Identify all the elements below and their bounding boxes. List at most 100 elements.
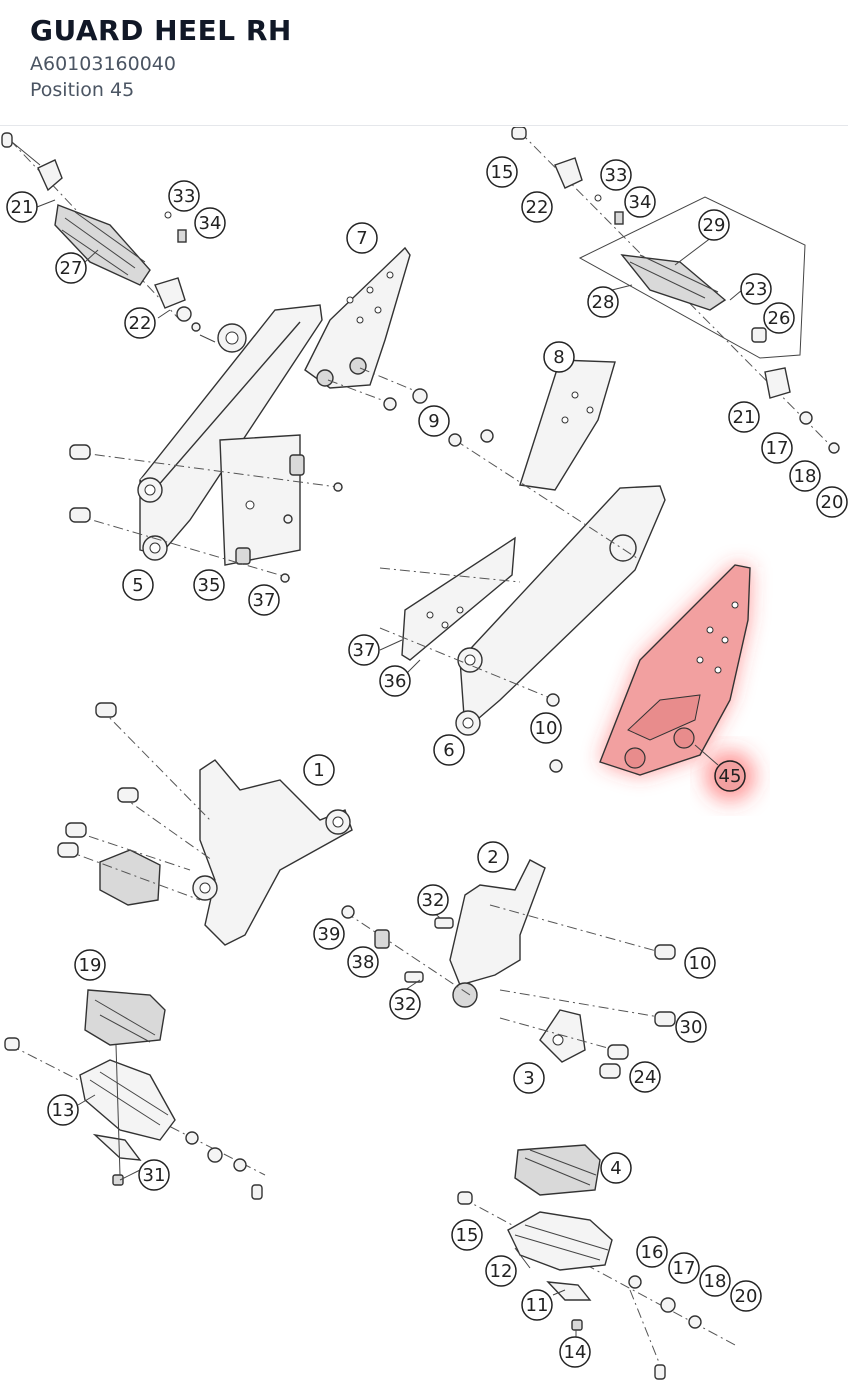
footpeg-assembly-4	[457, 1144, 736, 1380]
svg-text:21: 21	[11, 197, 34, 218]
callout-17[interactable]: 17	[761, 432, 793, 464]
callout-17-lower[interactable]: 17	[668, 1252, 700, 1284]
svg-text:11: 11	[526, 1295, 549, 1316]
header: GUARD HEEL RH A60103160040 Position 45	[0, 0, 848, 126]
svg-text:18: 18	[794, 466, 817, 487]
callout-21[interactable]: 21	[6, 191, 38, 223]
callout-32[interactable]: 32	[417, 884, 449, 916]
svg-text:34: 34	[629, 192, 652, 213]
callout-8[interactable]: 8	[543, 341, 575, 373]
svg-text:20: 20	[821, 492, 844, 513]
svg-text:24: 24	[634, 1067, 657, 1088]
callout-27[interactable]: 27	[55, 252, 87, 284]
position-label: Position 45	[30, 79, 135, 101]
callout-22-right[interactable]: 22	[521, 191, 553, 223]
callout-39[interactable]: 39	[313, 918, 345, 950]
heel-guard-right-highlighted[interactable]	[599, 564, 755, 801]
callout-15[interactable]: 15	[486, 156, 518, 188]
page-title: GUARD HEEL RH	[30, 14, 292, 47]
callout-20-lower[interactable]: 20	[730, 1280, 762, 1312]
svg-text:10: 10	[689, 953, 712, 974]
callout-9[interactable]: 9	[418, 405, 450, 437]
callout-22[interactable]: 22	[124, 307, 156, 339]
svg-text:34: 34	[199, 213, 222, 234]
svg-text:22: 22	[129, 313, 152, 334]
footrest-bracket-left	[69, 304, 346, 583]
svg-text:36: 36	[384, 671, 407, 692]
svg-text:39: 39	[318, 924, 341, 945]
callout-24[interactable]: 24	[629, 1061, 661, 1093]
callout-5[interactable]: 5	[122, 569, 154, 601]
svg-text:6: 6	[443, 740, 454, 761]
callout-19[interactable]: 19	[74, 949, 106, 981]
callout-28[interactable]: 28	[587, 286, 619, 318]
svg-text:12: 12	[490, 1261, 513, 1282]
svg-text:37: 37	[253, 590, 276, 611]
callout-15-lower[interactable]: 15	[451, 1219, 483, 1251]
callout-32-lower[interactable]: 32	[389, 988, 421, 1020]
callout-26[interactable]: 26	[763, 302, 795, 334]
callout-6[interactable]: 6	[433, 734, 465, 766]
callout-14[interactable]: 14	[559, 1336, 591, 1368]
callout-16[interactable]: 16	[636, 1236, 668, 1268]
svg-text:32: 32	[422, 890, 445, 911]
heel-guard-left	[304, 246, 428, 411]
footrest-bracket-right	[379, 359, 666, 773]
svg-text:17: 17	[766, 438, 789, 459]
svg-text:29: 29	[703, 215, 726, 236]
footrest-bracket-1	[57, 702, 353, 946]
callout-35[interactable]: 35	[193, 569, 225, 601]
callout-36[interactable]: 36	[379, 665, 411, 697]
callout-21-right[interactable]: 21	[728, 401, 760, 433]
svg-text:5: 5	[132, 575, 143, 596]
svg-text:13: 13	[52, 1100, 75, 1121]
footrest-bracket-2	[341, 859, 676, 1079]
callout-37[interactable]: 37	[248, 584, 280, 616]
svg-text:7: 7	[356, 228, 367, 249]
svg-text:26: 26	[768, 308, 791, 329]
callout-12[interactable]: 12	[485, 1255, 517, 1287]
footpeg-assembly-19	[4, 989, 266, 1200]
svg-text:15: 15	[456, 1225, 479, 1246]
callout-38[interactable]: 38	[347, 946, 379, 978]
svg-text:17: 17	[673, 1258, 696, 1279]
svg-text:3: 3	[523, 1068, 534, 1089]
svg-text:28: 28	[592, 292, 615, 313]
svg-text:35: 35	[198, 575, 221, 596]
svg-text:33: 33	[173, 186, 196, 207]
part-number: A60103160040	[30, 53, 176, 75]
svg-text:23: 23	[745, 279, 768, 300]
callout-34-right[interactable]: 34	[624, 186, 656, 218]
callout-7[interactable]: 7	[346, 222, 378, 254]
callout-30[interactable]: 30	[675, 1011, 707, 1043]
callout-11[interactable]: 11	[521, 1289, 553, 1321]
callout-20[interactable]: 20	[816, 486, 848, 518]
svg-text:1: 1	[313, 760, 324, 781]
callout-2[interactable]: 2	[477, 841, 509, 873]
callout-3[interactable]: 3	[513, 1062, 545, 1094]
callout-31[interactable]: 31	[138, 1159, 170, 1191]
exploded-parts-diagram: 21 27 33 34 22 7 5 35 37 9 15 22 33 34 2…	[1, 127, 848, 1380]
svg-text:8: 8	[553, 347, 564, 368]
callout-18-lower[interactable]: 18	[699, 1265, 731, 1297]
callout-33[interactable]: 33	[168, 180, 200, 212]
footpeg-assembly-right	[511, 127, 840, 454]
footpeg-assembly-left	[1, 132, 216, 343]
callout-13[interactable]: 13	[47, 1094, 79, 1126]
svg-text:15: 15	[491, 162, 514, 183]
callout-33-right[interactable]: 33	[600, 159, 632, 191]
svg-text:45: 45	[719, 766, 742, 787]
callout-18[interactable]: 18	[789, 460, 821, 492]
callout-1[interactable]: 1	[303, 754, 335, 786]
callout-23[interactable]: 23	[740, 273, 772, 305]
callout-29[interactable]: 29	[698, 209, 730, 241]
callout-10[interactable]: 10	[530, 712, 562, 744]
callout-45-selected[interactable]: 45	[714, 760, 746, 792]
svg-text:32: 32	[394, 994, 417, 1015]
callout-37-right[interactable]: 37	[348, 634, 380, 666]
callout-4[interactable]: 4	[600, 1152, 632, 1184]
svg-text:38: 38	[352, 952, 375, 973]
callout-10-lower[interactable]: 10	[684, 947, 716, 979]
svg-text:22: 22	[526, 197, 549, 218]
callout-34[interactable]: 34	[194, 207, 226, 239]
